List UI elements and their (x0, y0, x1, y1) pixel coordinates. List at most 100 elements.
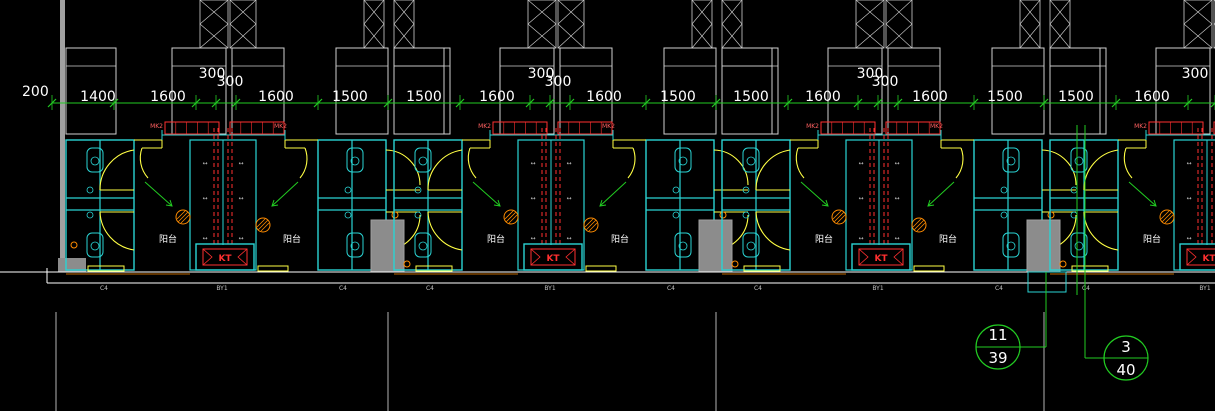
section-marker-1[interactable]: 11 39 (975, 324, 1021, 370)
slope-arrowhead (271, 199, 279, 207)
cabinet-tag: MK2 (150, 123, 163, 130)
window-frame (991, 47, 1045, 135)
door-swing (467, 147, 490, 179)
window-label: C4 (1082, 285, 1090, 292)
floor-drain-hatch (176, 210, 186, 220)
shaft-cross (229, 23, 257, 49)
shaft-cross (199, 0, 229, 25)
ac-unit-arrows (1186, 248, 1197, 266)
shaft-arrow-glyph: ↔ (530, 195, 535, 202)
section-marker-top: 3 (1121, 338, 1131, 356)
ac-cabinet (1148, 121, 1204, 135)
shaft-arrow-glyph: ↔ (894, 160, 899, 167)
structural-column (698, 219, 733, 273)
drain-point-icon (403, 260, 411, 268)
floor-drain-hatch (912, 218, 922, 228)
toilet-icon (414, 232, 432, 258)
slope-arrowhead (493, 199, 501, 207)
ac-unit-box (858, 248, 904, 266)
balcony-label: 阳台 (939, 233, 957, 245)
slope-arrow (800, 181, 829, 207)
toilet-bowl-icon (678, 156, 688, 166)
toilet-bowl-icon (350, 241, 360, 251)
window-sill (257, 265, 289, 272)
floor-drain-hatch (833, 211, 845, 223)
ac-unit-arrows (858, 248, 904, 266)
left-building-wall (60, 0, 65, 272)
door-swing (1083, 149, 1119, 191)
shaft-cross (393, 23, 415, 49)
left-drain-icon (70, 241, 78, 249)
toilet-icon (674, 147, 692, 173)
dimension-value: 300 (872, 74, 899, 90)
slope-arrow (599, 181, 627, 207)
balcony-label: 阳台 (283, 233, 301, 245)
slope-arrow (144, 181, 173, 207)
shaft-arrow-glyph: ↔ (858, 195, 863, 202)
shaft-cross (1049, 23, 1071, 49)
toilet-icon (346, 232, 364, 258)
left-column (58, 258, 86, 272)
ac-cabinet (885, 121, 941, 135)
ac-cabinet (820, 121, 876, 135)
slope-arrow (927, 181, 955, 207)
ac-unit-label: KT (1202, 254, 1215, 264)
sink-icon (414, 186, 422, 194)
ac-unit-enclosure (851, 243, 911, 271)
dimension-value: 1600 (912, 89, 948, 105)
window-label: C4 (754, 285, 762, 292)
shaft-arrow-glyph: ↔ (202, 160, 207, 167)
shaft-arrow-glyph: ↔ (566, 160, 571, 167)
dimension-value: 300 (528, 66, 555, 82)
ac-cabinet (557, 121, 613, 135)
slope-arrowhead (821, 199, 829, 207)
sink-icon (86, 211, 94, 219)
shaft-arrow-glyph: ↔ (566, 235, 571, 242)
door-swing (755, 149, 791, 191)
floor-drain-icon (583, 217, 599, 233)
section-cut-lines (1016, 125, 1104, 359)
drain-point-icon (731, 260, 739, 268)
window-sill (415, 265, 453, 272)
slope-arrowhead (927, 199, 935, 207)
floor-drain-hatch (180, 214, 190, 224)
shaft-arrow-glyph: ↔ (858, 235, 863, 242)
dimension-value: 1500 (987, 89, 1023, 105)
floor-drain-hatch (836, 214, 846, 224)
ac-cabinet (164, 121, 220, 135)
door-swing (755, 211, 791, 251)
floor-drain-hatch (260, 222, 270, 232)
toilet-bowl-icon (1006, 241, 1016, 251)
window-frame (335, 47, 389, 135)
shaft-cross (691, 23, 713, 49)
window-frame (1049, 47, 1101, 135)
toilet-icon (86, 147, 104, 173)
balcony-label: 阳台 (487, 233, 505, 245)
sink-icon (1000, 186, 1008, 194)
door-swing (613, 147, 636, 179)
toilet-icon (742, 147, 760, 173)
drain-point-icon (391, 211, 399, 219)
toilet-icon (86, 232, 104, 258)
window-sill (743, 265, 781, 272)
floor-drain-hatch (256, 218, 266, 228)
section-marker-2[interactable]: 3 40 (1103, 335, 1149, 381)
toilet-icon (742, 232, 760, 258)
floor-drain-icon (1159, 209, 1175, 225)
dimension-value: 1400 (80, 89, 116, 105)
shaft-cross (1019, 0, 1041, 25)
dimension-value: 1600 (586, 89, 622, 105)
floor-drain-hatch (588, 222, 598, 232)
dimension-value: 1600 (258, 89, 294, 105)
structural-column (1026, 219, 1061, 273)
shaft-cross (199, 23, 229, 49)
window-label: C4 (426, 285, 434, 292)
dimension-value: 300 (857, 66, 884, 82)
floor-drain-icon (911, 217, 927, 233)
window-frame (393, 47, 445, 135)
floor-drain-hatch (177, 211, 189, 223)
sink-icon (1000, 211, 1008, 219)
toilet-bowl-icon (90, 241, 100, 251)
